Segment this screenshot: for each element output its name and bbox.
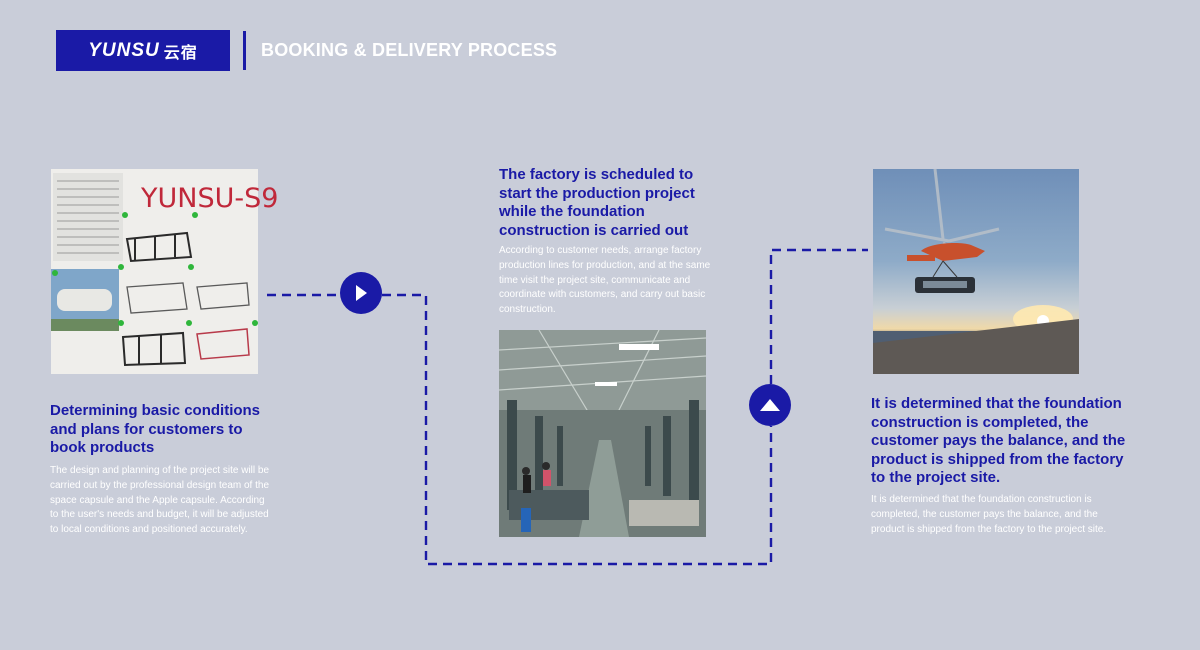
play-right-icon: [356, 285, 367, 301]
helicopter-delivery-photo: [873, 168, 1079, 374]
step-3-description: It is determined that the foundation con…: [871, 494, 1107, 535]
page-title: BOOKING & DELIVERY PROCESS: [261, 40, 558, 60]
step-2-description: According to customer needs, arrange fac…: [499, 245, 711, 316]
triangle-up-icon: [760, 399, 780, 411]
whiteboard-design-photo: YUNSU-S9: [51, 169, 278, 374]
step-2-title: The factory is scheduled to start the pr…: [499, 166, 695, 239]
brand-logo: YUNSU 云宿: [56, 30, 230, 71]
next-step-button[interactable]: [340, 272, 382, 314]
whiteboard-caption: YUNSU-S9: [140, 183, 278, 214]
logo-chinese-text: 云宿: [163, 44, 198, 62]
step-1-description: The design and planning of the project s…: [50, 465, 270, 536]
up-step-button[interactable]: [749, 384, 791, 426]
header-divider: [243, 31, 246, 70]
logo-text: YUNSU: [88, 39, 160, 61]
step-3-title: It is determined that the foundation con…: [871, 395, 1126, 486]
factory-production-photo: [498, 329, 707, 537]
step-1-title: Determining basic conditions and plans f…: [50, 402, 261, 456]
